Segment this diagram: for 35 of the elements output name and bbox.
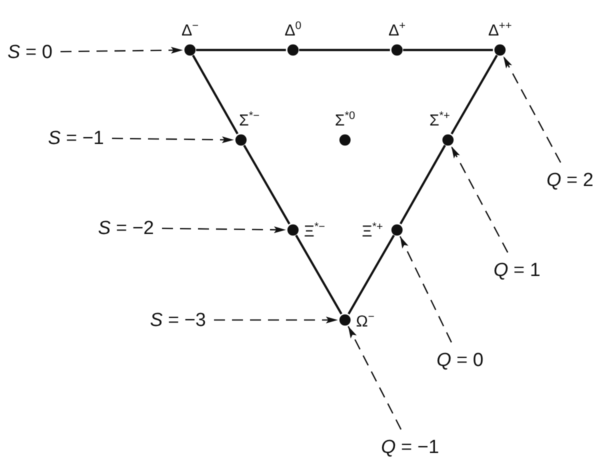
quantum-number-label: Q = −1: [380, 436, 440, 458]
particle-label: Δ$^{+}$: [388, 18, 406, 39]
particle-label: Σ$^{*−}$: [239, 108, 260, 129]
quantum-number-label: S = 0: [8, 42, 52, 62]
particle-label: Δ$^{++}$: [488, 18, 512, 39]
dashed-arrow: [214, 316, 338, 324]
connector-line: [196, 48, 286, 52]
particle-label: Δ$^{−}$: [181, 18, 199, 39]
connector-line: [348, 234, 395, 314]
quantum-number-label: S = −1: [48, 128, 104, 148]
quantum-number-label: Q = 1: [493, 260, 540, 280]
dashed-arrow: [112, 136, 234, 144]
quantum-number-label: Q = 0: [436, 350, 484, 370]
connector-line: [299, 48, 390, 52]
particle-label: Ξ$^{*−}$: [304, 220, 326, 241]
dashed-arrow: [60, 46, 183, 54]
quantum-number-label: S = −2: [98, 218, 154, 238]
connector-line: [243, 144, 290, 224]
dashed-arrow: [162, 226, 286, 234]
quantum-number-label: Q = 2: [546, 170, 594, 190]
particle-label: Ω$^{−}$: [356, 310, 374, 331]
quantum-number-label: S = −3: [150, 310, 206, 330]
connector-line: [400, 144, 446, 224]
particle-label: Σ$^{*0}$: [334, 108, 356, 129]
connector-line: [450, 54, 498, 134]
dashed-arrow: [400, 236, 452, 343]
connector-line: [295, 234, 342, 314]
particle-label: Σ$^{*+}$: [429, 108, 450, 129]
dashed-arrow: [450, 146, 508, 253]
particle-label: Ξ$^{*+}$: [362, 220, 383, 241]
connector-line: [403, 48, 493, 52]
dashed-arrow: [502, 56, 562, 163]
dashed-arrow: [348, 326, 402, 430]
particle-label: Δ$^{0}$: [284, 18, 302, 39]
connector-line: [192, 54, 238, 134]
